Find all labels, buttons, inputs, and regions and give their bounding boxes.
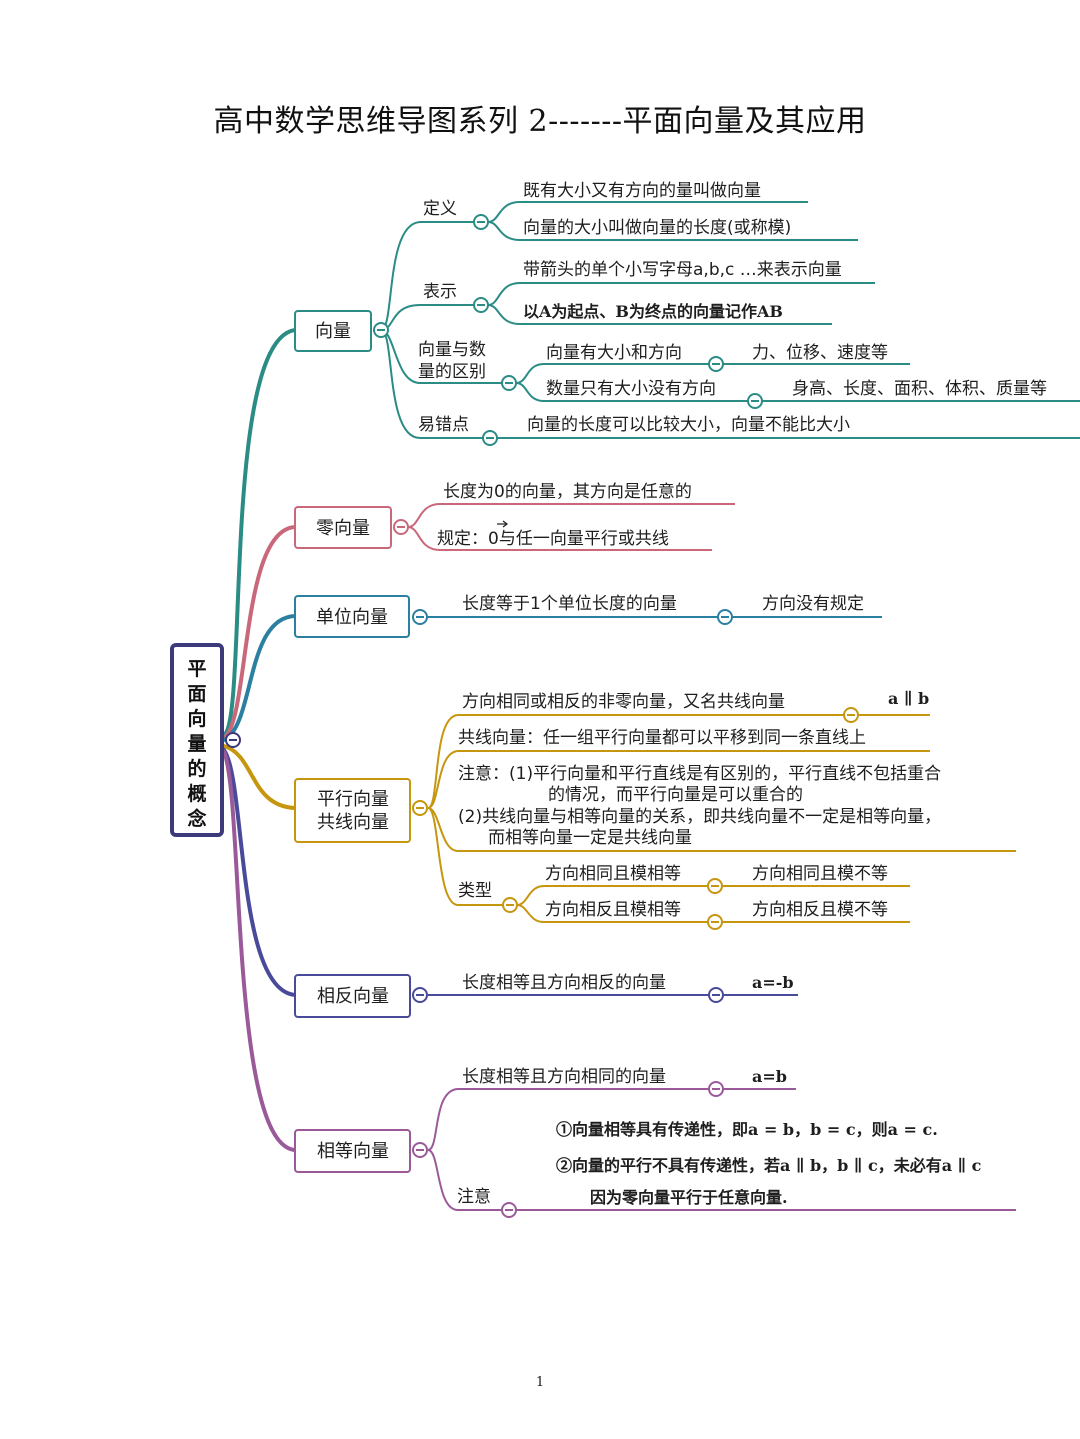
difference-vector-item: 向量有大小和方向	[546, 343, 682, 363]
parallel-sub-connectors	[427, 714, 1016, 906]
trunk-equal	[222, 750, 297, 1152]
opposite-item-collapse-icon[interactable]	[708, 987, 724, 1003]
parallel-note-line-4: 而相等向量一定是共线向量	[488, 828, 692, 848]
equal-note-collapse-icon[interactable]	[501, 1202, 517, 1218]
type-opp-collapse-icon[interactable]	[707, 914, 723, 930]
opposite-item: 长度相等且方向相反的向量	[462, 973, 666, 993]
vector-sub-connectors	[380, 221, 508, 439]
node-unit-vector-label: 单位向量	[316, 607, 388, 628]
equal-item-collapse-icon[interactable]	[708, 1081, 724, 1097]
type-same-collapse-icon[interactable]	[707, 878, 723, 894]
representation-label: 表示	[423, 282, 457, 302]
difference-connectors	[515, 363, 1080, 402]
trunk-unit	[222, 614, 297, 742]
node-parallel-label-2: 共线向量	[317, 812, 389, 833]
equal-note-label: 注意	[457, 1187, 491, 1207]
pitfall-label: 易错点	[418, 415, 469, 435]
node-parallel-vector[interactable]: 平行向量 共线向量	[294, 778, 411, 843]
parallel-item1-symbol: a ∥ b	[888, 689, 929, 708]
difference-label-line1: 向量与数	[418, 340, 486, 360]
parallel-collapse-icon[interactable]	[412, 800, 428, 816]
root-char-4: 量	[187, 733, 206, 755]
difference-scalar-collapse-icon[interactable]	[747, 393, 763, 409]
equal-sub-connectors	[427, 1088, 1016, 1211]
page-number: 1	[535, 1375, 545, 1390]
node-zero-vector-label: 零向量	[316, 518, 370, 539]
parallel-note-line-1: 注意：(1)平行向量和平行直线是有区别的，平行直线不包括重合	[458, 764, 941, 784]
difference-vector-collapse-icon[interactable]	[708, 356, 724, 372]
opposite-symbol: a=-b	[752, 973, 794, 992]
equal-note-line-3: 因为零向量平行于任意向量.	[590, 1188, 788, 1207]
root-collapse-icon[interactable]	[225, 732, 241, 748]
page-title: 高中数学思维导图系列 2-------平面向量及其应用	[213, 104, 867, 139]
trunk-opposite	[222, 748, 297, 997]
difference-scalar-item: 数量只有大小没有方向	[546, 379, 716, 399]
definition-label: 定义	[423, 199, 457, 219]
opposite-collapse-icon[interactable]	[412, 987, 428, 1003]
difference-scalar-examples: 身高、长度、面积、体积、质量等	[792, 379, 1047, 399]
representation-item-1: 带箭头的单个小写字母a,b,c …来表示向量	[523, 260, 842, 280]
unit-note: 方向没有规定	[762, 594, 864, 614]
root-char-5: 的	[187, 757, 206, 780]
equal-item: 长度相等且方向相同的向量	[462, 1067, 666, 1087]
root-node[interactable]: 平 面 向 量 的 概 念	[170, 643, 224, 837]
representation-item-2: 以A为起点、B为终点的向量记作AB	[523, 302, 783, 321]
node-opposite-vector[interactable]: 相反向量	[294, 974, 411, 1018]
parallel-item-1: 方向相同或相反的非零向量，又名共线向量	[462, 692, 785, 712]
definition-connectors	[487, 201, 858, 241]
types-label: 类型	[458, 881, 492, 901]
unit-collapse-icon[interactable]	[412, 609, 428, 625]
zero-arrow-icon	[497, 520, 508, 528]
type-same-unequal: 方向相同且模不等	[752, 864, 888, 884]
node-equal-vector[interactable]: 相等向量	[294, 1129, 411, 1173]
node-vector[interactable]: 向量	[294, 310, 372, 352]
root-char-1: 平	[187, 658, 206, 680]
zero-collapse-icon[interactable]	[393, 519, 409, 535]
root-char-6: 概	[187, 783, 206, 805]
root-char-7: 念	[186, 807, 206, 830]
parallel-item1-collapse-icon[interactable]	[843, 707, 859, 723]
difference-collapse-icon[interactable]	[501, 375, 517, 391]
root-char-3: 向	[187, 707, 206, 730]
vector-collapse-icon[interactable]	[373, 322, 389, 338]
node-zero-vector[interactable]: 零向量	[294, 506, 392, 549]
trunk-zero	[222, 525, 297, 740]
trunk-vector	[222, 328, 297, 737]
parallel-item-2: 共线向量：任一组平行向量都可以平移到同一条直线上	[458, 728, 866, 748]
representation-connectors	[487, 282, 875, 325]
trunk-parallel	[222, 744, 297, 810]
equal-note-line-1: ①向量相等具有传递性，即a = b，b = c，则a = c.	[556, 1120, 938, 1139]
equal-collapse-icon[interactable]	[412, 1142, 428, 1158]
unit-item-collapse-icon[interactable]	[717, 609, 733, 625]
parallel-note-line-3: (2)共线向量与相等向量的关系，即共线向量不一定是相等向量，	[458, 807, 941, 827]
type-same-equal: 方向相同且模相等	[545, 864, 681, 884]
representation-collapse-icon[interactable]	[473, 297, 489, 313]
node-parallel-label-1: 平行向量	[317, 789, 389, 810]
zero-connectors	[407, 503, 735, 551]
type-opp-equal: 方向相反且模相等	[545, 900, 681, 920]
zero-item-1: 长度为0的向量，其方向是任意的	[443, 482, 692, 502]
equal-note-line-2: ②向量的平行不具有传递性，若a ∥ b，b ∥ c，未必有a ∥ c	[556, 1156, 982, 1175]
node-opposite-label: 相反向量	[317, 986, 389, 1007]
node-equal-label: 相等向量	[317, 1141, 389, 1162]
definition-item-2: 向量的大小叫做向量的长度(或称模)	[523, 218, 791, 238]
unit-item: 长度等于1个单位长度的向量	[462, 594, 677, 614]
difference-label-line2: 量的区别	[418, 362, 486, 382]
types-connectors	[516, 885, 910, 923]
zero-item-2: 规定：0与任一向量平行或共线	[437, 529, 669, 549]
pitfall-item: 向量的长度可以比较大小，向量不能比大小	[527, 415, 850, 435]
parallel-note-line-2: 的情况，而平行向量是可以重合的	[548, 785, 803, 805]
type-opp-unequal: 方向相反且模不等	[752, 900, 888, 920]
node-vector-label: 向量	[315, 321, 351, 342]
equal-symbol: a=b	[752, 1067, 787, 1086]
types-collapse-icon[interactable]	[502, 897, 518, 913]
pitfall-collapse-icon[interactable]	[482, 430, 498, 446]
difference-vector-examples: 力、位移、速度等	[752, 343, 888, 363]
root-char-2: 面	[187, 683, 206, 705]
definition-collapse-icon[interactable]	[473, 214, 489, 230]
definition-item-1: 既有大小又有方向的量叫做向量	[523, 181, 761, 201]
node-unit-vector[interactable]: 单位向量	[294, 595, 410, 638]
